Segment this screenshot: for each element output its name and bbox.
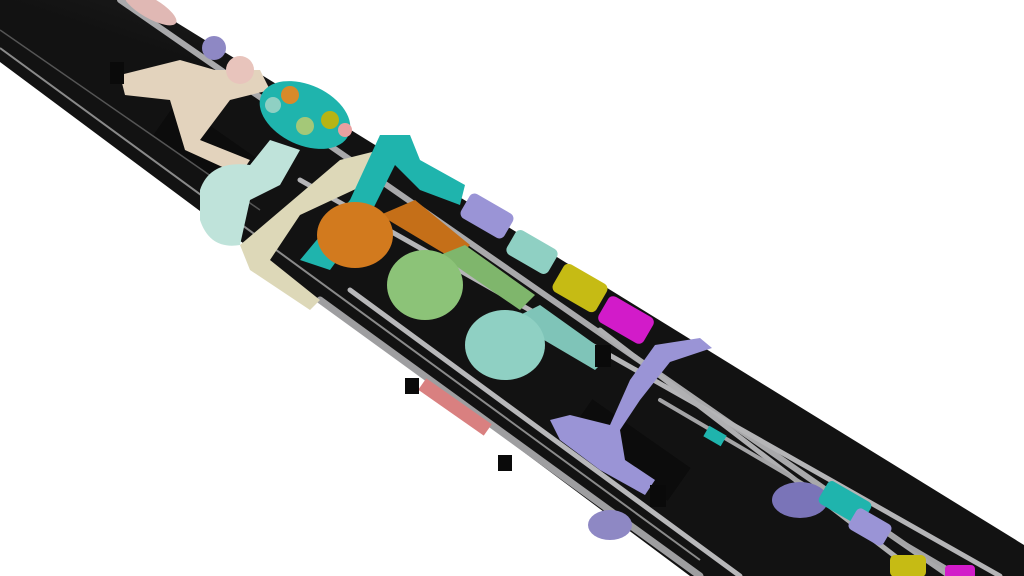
green-dot bbox=[296, 117, 314, 135]
aqua-pad bbox=[506, 230, 558, 274]
key-posts bbox=[110, 62, 666, 507]
orange-key bbox=[317, 202, 393, 268]
pink-dot bbox=[338, 123, 352, 137]
aqua-key-arm bbox=[510, 305, 610, 370]
pink-cap bbox=[226, 56, 254, 84]
pale-pink-part bbox=[123, 0, 177, 26]
teal-post bbox=[703, 425, 727, 447]
pink-pad bbox=[418, 378, 492, 436]
body-highlight bbox=[0, 47, 701, 561]
olive-dot bbox=[321, 111, 339, 129]
beige-key-lever bbox=[120, 60, 270, 175]
lavender-pad bbox=[848, 508, 892, 546]
yellow-pad bbox=[890, 555, 926, 576]
yellow-pad bbox=[552, 263, 608, 313]
magenta-pad bbox=[598, 296, 654, 344]
orange-dot bbox=[281, 86, 299, 104]
aqua-key bbox=[465, 310, 545, 380]
lavender-cap bbox=[202, 36, 226, 60]
green-key-arm bbox=[440, 245, 535, 310]
lavender-cap bbox=[772, 482, 828, 518]
lavender-pad bbox=[460, 193, 514, 239]
orange-key-arm bbox=[380, 200, 470, 260]
beige-bracket bbox=[240, 150, 380, 310]
lavender-cap bbox=[588, 510, 632, 540]
magenta-pad bbox=[945, 565, 975, 576]
aqua-dot bbox=[265, 97, 281, 113]
pale-aqua-key bbox=[200, 140, 300, 246]
green-key bbox=[387, 250, 463, 320]
lavender-lever bbox=[550, 338, 712, 495]
